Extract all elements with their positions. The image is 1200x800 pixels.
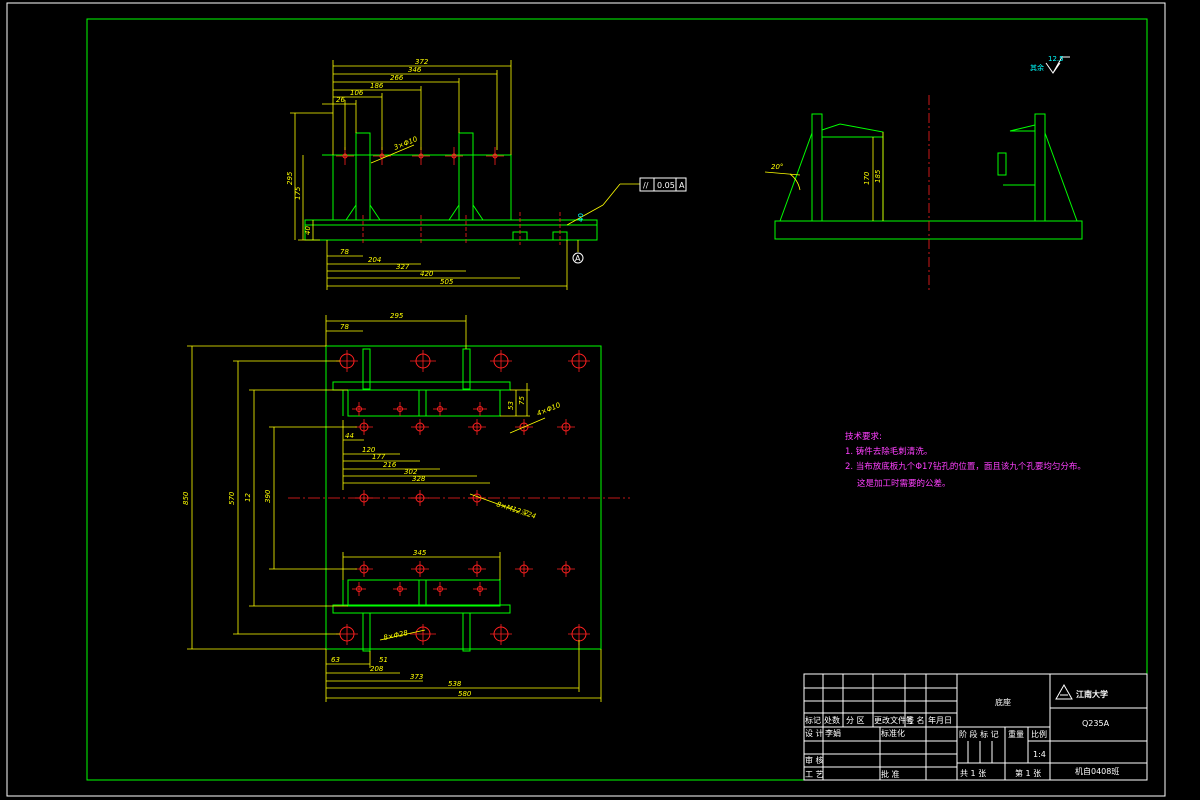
tech-notes-heading: 技术要求: bbox=[845, 431, 882, 442]
side-view bbox=[764, 95, 1083, 290]
dim-106: 106 bbox=[350, 89, 364, 97]
top-dim-78: 78 bbox=[340, 323, 349, 331]
tolerance-value: 0.05 bbox=[657, 181, 675, 190]
tolerance-symbol: // bbox=[643, 181, 649, 190]
hdr-sign: 签 名 bbox=[906, 715, 925, 725]
callout-8-holes: 8×Φ28 bbox=[383, 629, 409, 642]
material: Q235A bbox=[1082, 719, 1110, 728]
school-logo-icon bbox=[1055, 683, 1073, 700]
dim-26: 26 bbox=[336, 96, 345, 104]
top-dim-51: 51 bbox=[379, 656, 388, 664]
top-dim-570: 570 bbox=[228, 491, 236, 505]
sheets-total: 共 1 张 bbox=[960, 769, 986, 778]
process-label: 工 艺 bbox=[805, 770, 824, 779]
dim-346: 346 bbox=[408, 66, 422, 74]
hdr-count: 处数 bbox=[824, 715, 840, 725]
roughness-label: 其余 bbox=[1030, 63, 1044, 72]
datum-label: A bbox=[575, 254, 581, 263]
dim-266: 266 bbox=[390, 74, 404, 82]
tech-note-2: 2. 当布放底板九个Φ17钻孔的位置，面且该九个孔要均匀分布。 bbox=[845, 461, 1086, 472]
hdr-mark: 标记 bbox=[805, 715, 821, 725]
top-dim-580: 580 bbox=[458, 690, 472, 698]
side-dim-185: 185 bbox=[874, 169, 882, 183]
audit-label: 审 核 bbox=[805, 755, 824, 765]
dim-175: 175 bbox=[294, 186, 302, 200]
design-name: 李娟 bbox=[825, 728, 841, 738]
design-label: 设 计 bbox=[805, 728, 824, 738]
side-dim-170: 170 bbox=[863, 171, 871, 185]
top-dim-538: 538 bbox=[448, 680, 462, 688]
top-dim-345: 345 bbox=[413, 549, 427, 557]
hdr-zone: 分 区 bbox=[846, 716, 865, 725]
top-dim-328: 328 bbox=[412, 475, 426, 483]
drawing-number: 机自0408班 bbox=[1075, 766, 1119, 776]
hdr-change: 更改文件号 bbox=[874, 715, 914, 725]
top-view bbox=[187, 315, 630, 702]
datum-circle bbox=[572, 252, 584, 264]
hdr-date: 年月日 bbox=[928, 715, 952, 725]
callout-4-holes: 4×Φ10 bbox=[536, 401, 562, 418]
sheet-number: 第 1 张 bbox=[1015, 768, 1041, 778]
drawing-frame bbox=[86, 18, 1148, 781]
approve-label: 批 准 bbox=[881, 769, 900, 779]
dim-327: 327 bbox=[396, 263, 410, 271]
dim-204: 204 bbox=[368, 256, 381, 264]
stage-label: 阶 段 标 记 bbox=[959, 729, 999, 739]
front-view bbox=[290, 60, 687, 290]
scale-label: 比例 bbox=[1031, 729, 1047, 739]
top-dim-75: 75 bbox=[518, 396, 526, 405]
top-dim-390: 390 bbox=[264, 489, 272, 503]
dim-40-right: 40 bbox=[577, 213, 585, 222]
title-block bbox=[803, 673, 1148, 781]
top-dim-12: 12 bbox=[244, 493, 252, 502]
school-name: 江南大学 bbox=[1076, 689, 1108, 699]
side-angle: 20° bbox=[771, 163, 783, 171]
top-dim-373: 373 bbox=[410, 673, 423, 681]
tech-note-1: 1. 铸件去除毛刺清洗。 bbox=[845, 446, 932, 457]
dim-505: 505 bbox=[440, 278, 454, 286]
tech-note-3: 这是加工时需要的公差。 bbox=[857, 478, 951, 489]
top-dim-295: 295 bbox=[390, 312, 404, 320]
top-dim-44: 44 bbox=[345, 432, 354, 440]
top-dim-216: 216 bbox=[383, 461, 397, 469]
dim-186: 186 bbox=[370, 82, 384, 90]
callout-8-threads: 8×M12深24 bbox=[495, 500, 537, 520]
dim-295: 295 bbox=[286, 171, 294, 185]
top-dim-120: 120 bbox=[362, 446, 376, 454]
top-dim-302: 302 bbox=[404, 468, 418, 476]
roughness-symbol-icon bbox=[1045, 56, 1070, 74]
top-dim-850: 850 bbox=[182, 491, 190, 505]
dim-40-left: 40 bbox=[304, 226, 312, 235]
part-name: 底座 bbox=[995, 697, 1011, 707]
std-label: 标准化 bbox=[881, 728, 905, 738]
tolerance-datum: A bbox=[679, 181, 685, 190]
tolerance-frame bbox=[639, 177, 687, 192]
outer-sheet-border bbox=[6, 2, 1166, 797]
top-dim-53: 53 bbox=[507, 401, 515, 410]
scale-value: 1:4 bbox=[1033, 750, 1046, 759]
top-dim-177: 177 bbox=[372, 453, 386, 461]
top-dim-63: 63 bbox=[331, 656, 340, 664]
top-dim-208: 208 bbox=[370, 665, 384, 673]
dim-372: 372 bbox=[415, 58, 429, 66]
dim-420: 420 bbox=[420, 270, 434, 278]
roughness-value: 12.5 bbox=[1048, 55, 1064, 63]
dim-78: 78 bbox=[340, 248, 349, 256]
weight-label: 重量 bbox=[1008, 729, 1024, 739]
callout-holes-front: 3×Φ10 bbox=[393, 135, 419, 152]
